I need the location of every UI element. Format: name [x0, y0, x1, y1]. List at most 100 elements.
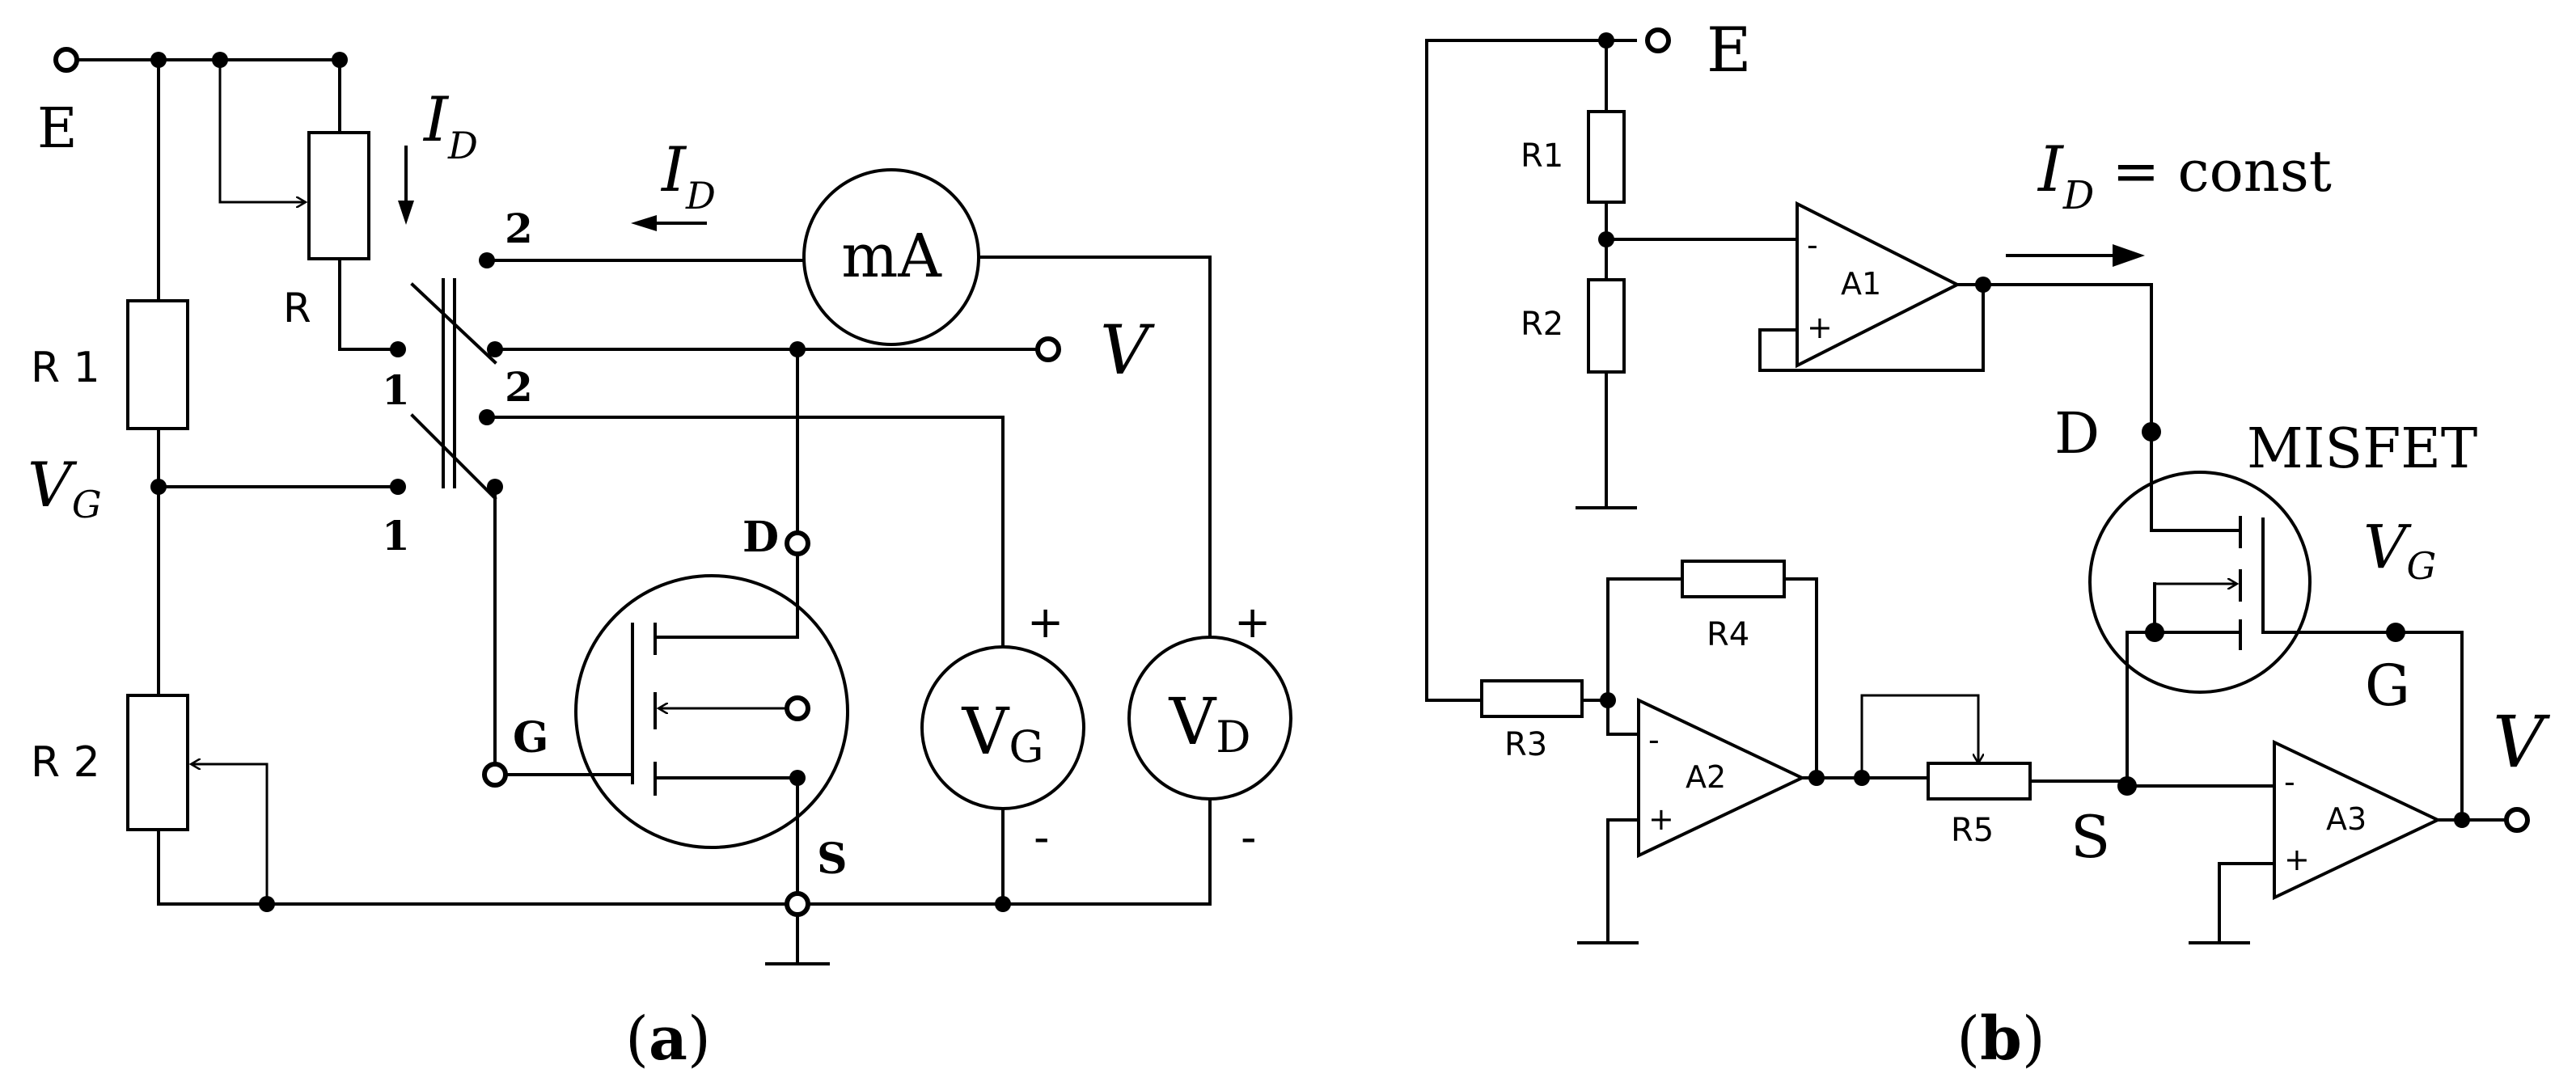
a-label-plus-vd: +	[1234, 597, 1271, 648]
b-opamp-a2	[1637, 697, 1806, 859]
a-terminal-g	[482, 762, 508, 788]
b-label-v: V	[2493, 700, 2551, 784]
a-mosfet-drain-conn	[654, 553, 799, 639]
a-label-s: S	[817, 834, 848, 884]
b-terminal-e	[1645, 27, 1671, 53]
b-label-r2: R2	[1521, 306, 1563, 343]
panel-a: E R 1 VG R 2 R ID 1 1 2 2 mA ID V	[27, 47, 1292, 1074]
a-label-r2: R 2	[31, 738, 100, 787]
b-wire-a1-feedback	[1758, 283, 1985, 372]
a-terminal-s	[785, 891, 810, 917]
b-label-id: ID = const	[2037, 133, 2332, 218]
b-wire-r4-to-out	[1783, 577, 1818, 779]
a-wire-to-vg-meter	[485, 416, 1005, 649]
b-wire-r4-loop	[1606, 577, 1684, 702]
b-label-a3-minus: -	[2284, 764, 2295, 800]
b-label-d: D	[2054, 400, 2100, 467]
a-label-d: D	[742, 513, 779, 562]
a-label-meter-vd: VD	[1168, 684, 1250, 763]
b-label-a1-minus: -	[1807, 227, 1818, 263]
b-label-g: G	[2365, 653, 2410, 719]
a-wiper-r2	[191, 764, 269, 904]
b-wire-r2-ground	[1576, 370, 1637, 509]
a-label-id-arrow: ID	[660, 133, 716, 218]
b-resistor-r4	[1681, 560, 1786, 598]
a-label-id: ID	[422, 83, 478, 167]
b-wiper-r5	[1860, 694, 1978, 778]
b-misfet-drain	[2150, 430, 2242, 532]
a-label-v: V	[1100, 311, 1155, 390]
b-misfet-gate-plate	[2261, 518, 2397, 634]
panel-b: E R1 R2 - + A1 ID = const D MISFET VG G …	[1425, 14, 2551, 1074]
b-resistor-r2	[1587, 278, 1626, 374]
b-opamp-a1	[1796, 201, 1961, 369]
b-potentiometer-r5	[1927, 762, 2032, 801]
a-label-pos2-bottom: 2	[505, 363, 533, 411]
a-label-g: G	[513, 713, 548, 763]
a-potentiometer-r2	[126, 694, 189, 831]
a-label-r: R	[283, 285, 311, 332]
b-label-a2-plus: +	[1648, 801, 1674, 837]
a-terminal-substrate	[785, 695, 810, 721]
b-label-a3: A3	[2326, 801, 2367, 837]
b-wire-e-loop	[1425, 39, 1637, 702]
b-wire-r3-to-a2	[1580, 699, 1640, 736]
a-label-pos2-top: 2	[505, 205, 533, 252]
b-label-r5: R5	[1951, 812, 1994, 849]
b-node-a2-out	[1808, 770, 1825, 786]
b-label-vg: VG	[2363, 513, 2436, 588]
a-node-rail-1	[150, 52, 167, 68]
a-label-ma: mA	[841, 222, 942, 291]
b-label-s: S	[2071, 803, 2110, 871]
a-node-rail-3	[332, 52, 348, 68]
a-wiper-r	[218, 60, 306, 202]
a-label-vg: VG	[27, 449, 102, 526]
a-terminal-e	[53, 47, 79, 73]
b-resistor-r3	[1480, 679, 1584, 718]
a-arrow-id-left-head	[631, 215, 657, 231]
a-label-plus-vg: +	[1027, 597, 1064, 648]
b-wire-a3-plus-ground	[2189, 862, 2276, 944]
a-wire-r-to-switch	[338, 257, 400, 351]
b-label-r4: R4	[1707, 616, 1749, 653]
a-switch-contact-1-top	[390, 341, 406, 357]
a-terminal-v	[1035, 336, 1061, 362]
b-resistor-r1	[1587, 110, 1626, 204]
a-wire-ma-right	[977, 256, 1212, 639]
a-caption: (a)	[625, 1004, 711, 1074]
a-label-r1: R 1	[31, 344, 100, 392]
a-label-minus-vd: -	[1241, 812, 1257, 863]
b-label-e: E	[1707, 14, 1751, 86]
a-label-pos1-top: 1	[382, 366, 410, 414]
b-label-a2-minus: -	[1648, 722, 1660, 758]
b-label-a1-plus: +	[1807, 310, 1833, 345]
b-label-misfet: MISFET	[2247, 417, 2477, 481]
a-node-rail-2	[212, 52, 228, 68]
a-arrow-id-down-head	[398, 201, 414, 225]
b-wire-g-to-out	[2394, 631, 2464, 822]
b-caption: (b)	[1956, 1004, 2045, 1074]
a-label-e: E	[37, 97, 78, 161]
a-label-meter-vg: VG	[962, 694, 1044, 772]
b-label-a2: A2	[1686, 759, 1726, 795]
a-ground	[765, 914, 830, 965]
b-misfet-circle	[2088, 471, 2312, 694]
b-node-a1-out	[1975, 277, 1991, 293]
b-label-a3-plus: +	[2284, 842, 2310, 877]
b-label-r3: R3	[1504, 726, 1547, 763]
a-resistor-r1	[126, 299, 189, 430]
b-arrow-id-head	[2113, 244, 2145, 267]
b-label-r1: R1	[1521, 137, 1563, 175]
a-switch-contact-1-bottom	[390, 479, 406, 495]
b-node-a3-out	[2454, 812, 2470, 828]
b-opamp-a3	[2273, 739, 2442, 901]
b-label-a1: A1	[1841, 266, 1881, 302]
a-switch-ganged-bar	[442, 278, 456, 488]
a-label-pos1-bottom: 1	[382, 512, 410, 560]
a-label-minus-vg: -	[1034, 812, 1050, 863]
a-terminal-d	[785, 530, 810, 556]
a-node-source	[789, 770, 806, 786]
b-wire-a2-plus-ground	[1577, 818, 1640, 944]
a-potentiometer-r	[307, 131, 370, 260]
